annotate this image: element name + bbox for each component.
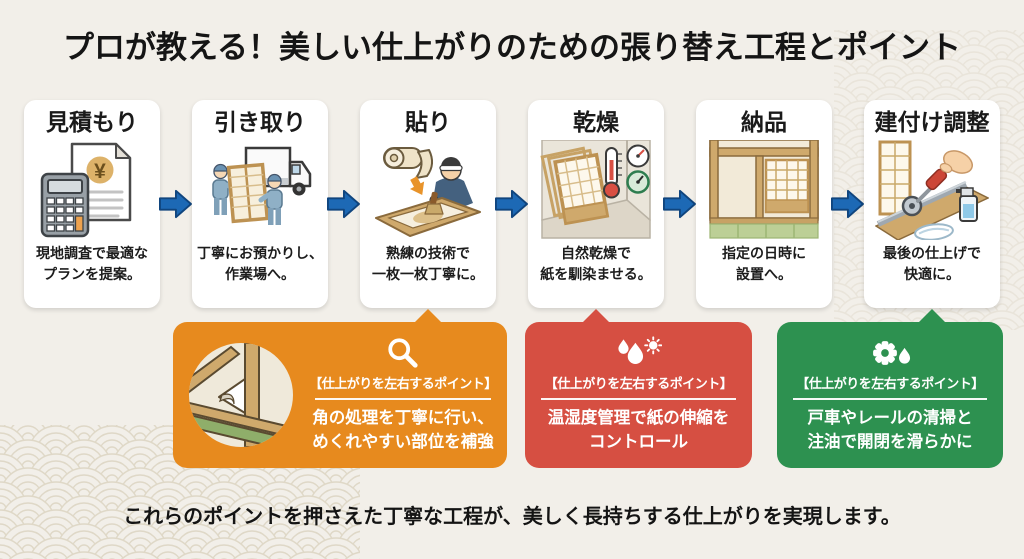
flow-arrow bbox=[663, 188, 696, 220]
shoji-frame bbox=[375, 197, 481, 238]
divider bbox=[314, 397, 492, 400]
yen-badge bbox=[86, 156, 114, 184]
step-title: 見積もり bbox=[46, 109, 138, 135]
step-card-drying: 乾燥 bbox=[528, 100, 664, 308]
point-box-pasting: 【仕上がりを左右するポイント】 角の処理を丁寧に行い、 めくれやすい部位を補強 bbox=[173, 309, 507, 468]
step-description: 最後の仕上げで 快適に。 bbox=[883, 245, 981, 283]
point-heading: 【仕上がりを左右するポイント】 bbox=[544, 375, 733, 391]
callout-tail bbox=[414, 309, 442, 323]
step-description: 熟練の技術で 一枚一枚丁寧に。 bbox=[372, 245, 484, 283]
step-card-adjustment: 建付け調整 bbox=[864, 100, 1000, 308]
page-title: プロが教える！美しい仕上がりのための張り替え工程とポイント bbox=[62, 30, 962, 65]
leaning-shoji-panels bbox=[540, 146, 610, 226]
humidity-gauge-icons bbox=[626, 144, 650, 195]
flow-arrow bbox=[831, 188, 864, 220]
point-text: 角の処理を丁寧に行い、 めくれやすい部位を補強 bbox=[312, 408, 494, 451]
thermometer-icon bbox=[603, 147, 622, 199]
estimate-illustration: ¥ bbox=[40, 143, 132, 238]
adjustment-illustration bbox=[875, 140, 989, 241]
shoji-panel bbox=[226, 163, 270, 224]
shoji-door bbox=[764, 159, 810, 214]
orange-arrow-icon bbox=[409, 176, 425, 196]
divider bbox=[793, 397, 987, 400]
divider bbox=[541, 397, 736, 400]
droplets-sun-icon bbox=[618, 335, 662, 364]
corner-detail-image bbox=[189, 343, 293, 447]
step-description: 丁寧にお預かりし、 作業場へ。 bbox=[197, 245, 323, 283]
flow-arrow bbox=[327, 188, 360, 220]
step-title: 納品 bbox=[741, 109, 787, 135]
flow-arrow bbox=[159, 188, 192, 220]
paper-roll bbox=[383, 147, 433, 180]
process-steps-row: 見積もり ¥ 現地調査で最適 bbox=[24, 100, 1000, 308]
point-content: 【仕上がりを左右するポイント】 角の処理を丁寧に行い、 めくれやすい部位を補強 bbox=[299, 322, 507, 468]
callout-tail bbox=[918, 309, 946, 323]
step-description: 自然乾燥で 紙を馴染ませる。 bbox=[540, 245, 652, 283]
pasting-illustration bbox=[375, 147, 481, 238]
hand bbox=[939, 150, 973, 175]
step-description: 指定の日時に 設置へ。 bbox=[722, 245, 806, 283]
gear-droplet-icon bbox=[873, 340, 910, 365]
oil-droplet bbox=[898, 347, 910, 364]
footer-note: これらのポイントを押さえた丁寧な工程が、美しく長持ちする仕上がりを実現します。 bbox=[123, 506, 901, 528]
japanese-room bbox=[709, 140, 819, 239]
point-box-drying: 【仕上がりを左右するポイント】 温湿度管理で紙の伸縮を コントロール bbox=[525, 309, 752, 468]
callout-tail bbox=[582, 309, 610, 323]
step-card-estimate: 見積もり ¥ 現地調査で最適 bbox=[24, 100, 160, 308]
arrow-right-icon bbox=[831, 189, 864, 219]
paste-brush bbox=[424, 192, 444, 215]
point-content: 【仕上がりを左右するポイント】 温湿度管理で紙の伸縮を コントロール bbox=[525, 322, 752, 468]
step-title: 乾燥 bbox=[573, 109, 619, 135]
cloth bbox=[914, 223, 954, 241]
worker-right bbox=[258, 174, 283, 226]
arrow-right-icon bbox=[327, 189, 360, 219]
flow-arrow bbox=[495, 188, 528, 220]
sun bbox=[643, 335, 662, 354]
pickup-illustration bbox=[212, 147, 312, 226]
step-card-pasting: 貼り bbox=[360, 100, 496, 308]
arrow-right-icon bbox=[159, 189, 192, 219]
point-text: 温湿度管理で紙の伸縮を コントロール bbox=[547, 408, 730, 451]
point-text: 戸車やレールの清掃と 注油で開閉を滑らかに bbox=[807, 408, 973, 451]
step-card-pickup: 引き取り bbox=[192, 100, 328, 308]
arrow-right-icon bbox=[663, 189, 696, 219]
point-content: 【仕上がりを左右するポイント】 戸車やレールの清掃と 注油で開閉を滑らかに bbox=[777, 322, 1003, 468]
arrow-right-icon bbox=[495, 189, 528, 219]
step-title: 引き取り bbox=[214, 109, 306, 135]
step-card-delivery: 納品 bbox=[696, 100, 832, 308]
delivery-illustration bbox=[709, 140, 819, 239]
point-heading: 【仕上がりを左右するポイント】 bbox=[796, 375, 984, 391]
step-title: 貼り bbox=[405, 109, 451, 135]
spray-bottle bbox=[956, 187, 978, 223]
point-box-adjustment: 【仕上がりを左右するポイント】 戸車やレールの清掃と 注油で開閉を滑らかに bbox=[777, 309, 1003, 468]
magnifier-icon bbox=[388, 337, 418, 368]
svg-text:¥: ¥ bbox=[94, 160, 106, 183]
step-title: 建付け調整 bbox=[874, 109, 990, 135]
worker-left bbox=[212, 164, 239, 216]
drying-illustration bbox=[540, 140, 651, 240]
step-description: 現地調査で最適な プランを提案。 bbox=[36, 245, 148, 283]
point-heading: 【仕上がりを左右するポイント】 bbox=[309, 375, 497, 391]
